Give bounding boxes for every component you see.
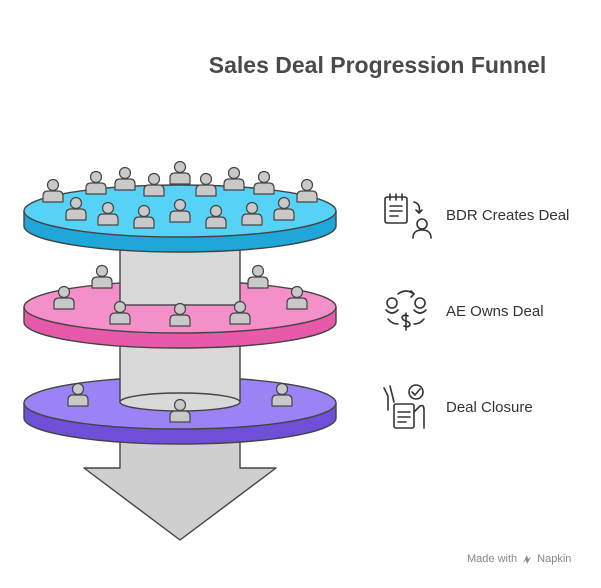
person-icon bbox=[169, 160, 191, 185]
stage-label-closure: Deal Closure bbox=[446, 399, 533, 416]
napkin-branding: Made with Napkin bbox=[467, 553, 571, 565]
person-icon bbox=[247, 264, 269, 289]
branding-prefix: Made with bbox=[467, 553, 518, 565]
person-icon bbox=[143, 172, 165, 197]
person-icon bbox=[253, 170, 275, 195]
stage-label-bdr: BDR Creates Deal bbox=[446, 207, 570, 224]
person-icon bbox=[223, 166, 245, 191]
checklist-signing-icon bbox=[383, 384, 425, 429]
person-icon bbox=[114, 166, 136, 191]
person-icon bbox=[42, 178, 64, 203]
clipboard-person-icon bbox=[384, 193, 432, 239]
stage-label-ae: AE Owns Deal bbox=[446, 303, 544, 320]
person-icon bbox=[195, 172, 217, 197]
napkin-logo-icon bbox=[523, 555, 532, 564]
person-icon bbox=[85, 170, 107, 195]
person-icon bbox=[296, 178, 318, 203]
diagram-title: Sales Deal Progression Funnel bbox=[208, 52, 547, 78]
funnel-arrow bbox=[83, 429, 277, 541]
people-exchange-icon bbox=[385, 290, 427, 331]
branding-name: Napkin bbox=[537, 553, 572, 565]
person-icon bbox=[91, 264, 113, 289]
